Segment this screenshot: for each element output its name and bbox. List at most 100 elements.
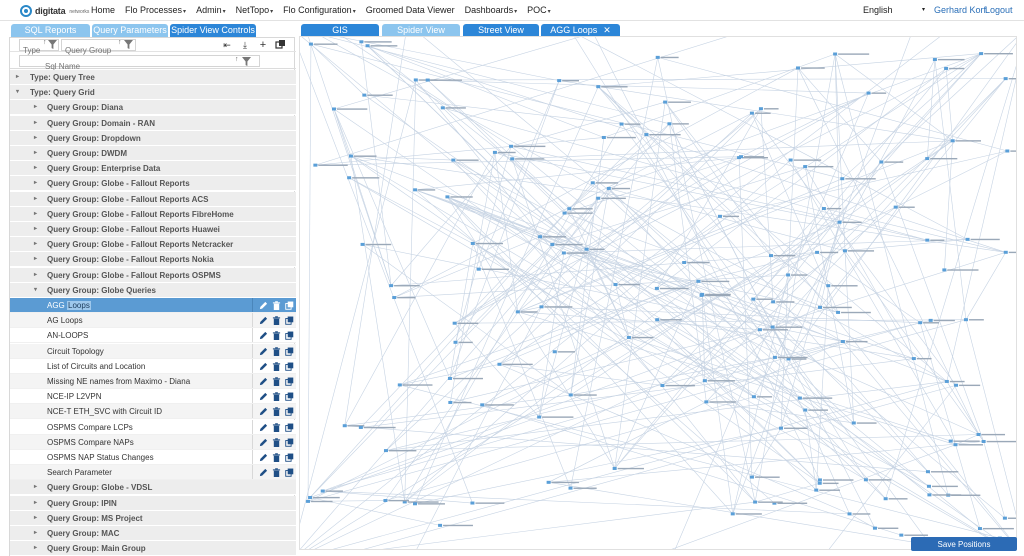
nav-item-6[interactable]: Dashboards▾: [460, 0, 523, 21]
delete-icon[interactable]: [272, 392, 281, 402]
tab-gis[interactable]: GIS: [301, 24, 379, 37]
sql-name-filter[interactable]: [19, 55, 260, 72]
tree-query-group[interactable]: ▸Query Group: Main Group: [10, 541, 296, 556]
delete-icon[interactable]: [272, 301, 281, 310]
tree-query-group[interactable]: ▸Query Group: Globe - Fallout Reports No…: [10, 252, 296, 268]
tab-sql-reports[interactable]: SQL Reports: [11, 24, 90, 37]
chevron-right-icon[interactable]: ▸: [34, 271, 38, 278]
delete-icon[interactable]: [272, 422, 281, 432]
tree-query-group[interactable]: ▸Query Group: Globe - VDSL: [10, 480, 296, 496]
chevron-right-icon[interactable]: ▸: [16, 74, 20, 80]
chevron-right-icon[interactable]: ▸: [34, 514, 38, 521]
tree-item[interactable]: AG Loops: [10, 313, 296, 329]
download-icon[interactable]: ⤓: [243, 40, 247, 50]
tree-item[interactable]: OSPMS Compare NAPs: [10, 434, 296, 450]
nav-item-7[interactable]: POC▾: [522, 0, 556, 21]
nav-item-3[interactable]: NetTopo▾: [231, 0, 279, 21]
delete-icon[interactable]: [272, 438, 281, 447]
tree-query-group[interactable]: ▸Query Group: Globe - Fallout Reports Hu…: [10, 222, 296, 237]
tree-query-group[interactable]: ▸Query Group: Dropdown: [10, 130, 296, 146]
chevron-right-icon[interactable]: ▸: [34, 104, 38, 111]
nav-item-1[interactable]: Flo Processes▾: [120, 0, 191, 21]
chevron-right-icon[interactable]: ▸: [34, 241, 38, 248]
chevron-right-icon[interactable]: ▸: [34, 180, 38, 187]
tree-item[interactable]: OSPMS NAP Status Changes: [10, 450, 296, 465]
copy-icon[interactable]: [285, 362, 294, 371]
sql-name-filter-input[interactable]: [20, 61, 259, 72]
chevron-right-icon[interactable]: ▸: [34, 545, 38, 552]
tree-query-group[interactable]: ▸Query Group: DWDM: [10, 146, 296, 161]
tree-item-agg-loops[interactable]: AGG Loops: [10, 298, 296, 313]
tree-query-group[interactable]: ▸Query Group: Globe - Fallout Reports AC…: [10, 191, 296, 207]
chevron-right-icon[interactable]: ▸: [34, 484, 38, 491]
tree-query-group[interactable]: ▸Query Group: Globe - Fallout Reports OS…: [10, 267, 296, 283]
copy-icon[interactable]: [285, 347, 294, 356]
edit-icon[interactable]: [259, 423, 268, 432]
funnel-icon[interactable]: [124, 40, 133, 49]
funnel-icon[interactable]: [242, 57, 251, 66]
logout-link[interactable]: Logout: [985, 5, 1013, 15]
network-graph[interactable]: [300, 37, 1017, 550]
delete-icon[interactable]: [272, 377, 281, 386]
tree-query-group[interactable]: ▸Query Group: Globe - Fallout Reports: [10, 176, 296, 192]
type-filter[interactable]: [19, 39, 59, 56]
copy-icon[interactable]: [285, 316, 294, 325]
edit-icon[interactable]: [259, 301, 268, 310]
copy-icon[interactable]: [285, 377, 294, 386]
delete-icon[interactable]: [272, 407, 281, 417]
copy-icon[interactable]: [285, 438, 294, 447]
chevron-down-icon[interactable]: ▾: [34, 286, 38, 293]
tree-query-group[interactable]: ▸Query Group: MS Project: [10, 510, 296, 526]
edit-icon[interactable]: [259, 392, 268, 401]
chevron-right-icon[interactable]: ▸: [34, 499, 38, 506]
chevron-right-icon[interactable]: ▸: [34, 530, 38, 536]
sort-icon[interactable]: ↑: [235, 56, 239, 63]
tab-spider-view-controls[interactable]: Spider View Controls: [170, 24, 256, 37]
tree-type-query-tree[interactable]: ▸Type: Query Tree: [10, 70, 296, 85]
delete-icon[interactable]: [272, 331, 281, 341]
tree-query-group[interactable]: ▸Query Group: IPIN: [10, 495, 296, 511]
tree-item[interactable]: Circuit Topology: [10, 343, 296, 359]
sort-icon[interactable]: ↑: [118, 39, 122, 46]
user-name-link[interactable]: Gerhard Korf: [934, 5, 987, 15]
spider-view-canvas[interactable]: [299, 36, 1017, 550]
delete-icon[interactable]: [272, 346, 281, 356]
edit-icon[interactable]: [259, 377, 268, 386]
tab-agg-loops[interactable]: AGG Loops✕: [541, 24, 620, 37]
tab-spider-view[interactable]: Spider View: [382, 24, 460, 37]
tree-type-query-grid[interactable]: ▾Type: Query Grid: [10, 85, 296, 101]
copy-icon[interactable]: [285, 468, 294, 477]
chevron-down-icon[interactable]: ▾: [16, 89, 20, 96]
query-group-filter-input[interactable]: [62, 45, 135, 56]
tree-query-group[interactable]: ▸Query Group: Enterprise Data: [10, 161, 296, 177]
copy-icon[interactable]: [285, 301, 294, 310]
edit-icon[interactable]: [259, 407, 268, 416]
tab-street-view[interactable]: Street View: [463, 24, 539, 37]
nav-item-5[interactable]: Groomed Data Viewer: [361, 0, 460, 21]
close-icon[interactable]: ✕: [603, 25, 611, 35]
edit-icon[interactable]: [259, 468, 268, 477]
tree-query-group[interactable]: ▸Query Group: Diana: [10, 100, 296, 116]
language-select[interactable]: English ▾: [863, 0, 927, 21]
copy-icon[interactable]: [285, 453, 294, 462]
tree-query-group[interactable]: ▸Query Group: Globe - Fallout Reports Ne…: [10, 237, 296, 253]
nav-item-0[interactable]: Home: [86, 0, 120, 21]
sort-icon[interactable]: ↑: [43, 39, 47, 46]
tree-query-group[interactable]: ▸Query Group: Globe - Fallout Reports Fi…: [10, 206, 296, 222]
chevron-right-icon[interactable]: ▸: [34, 134, 38, 141]
copy-icon[interactable]: [285, 392, 294, 401]
copy-icon[interactable]: [285, 331, 294, 341]
tree-item[interactable]: NCE-T ETH_SVC with Circuit ID: [10, 404, 296, 420]
add-icon[interactable]: +: [259, 39, 267, 51]
save-positions-button[interactable]: Save Positions: [911, 537, 1017, 551]
copy-icon[interactable]: [285, 423, 294, 432]
tab-query-parameters[interactable]: Query Parameters: [92, 24, 168, 37]
chevron-right-icon[interactable]: ▸: [34, 119, 38, 126]
tree-item[interactable]: List of Circuits and Location: [10, 358, 296, 374]
delete-icon[interactable]: [272, 316, 281, 326]
tree-query-group[interactable]: ▾Query Group: Globe Queries: [10, 282, 296, 298]
tree-item[interactable]: NCE-IP L2VPN: [10, 389, 296, 405]
tree-query-group[interactable]: ▸Query Group: Domain - RAN: [10, 115, 296, 131]
edit-icon[interactable]: [259, 362, 268, 371]
nav-item-2[interactable]: Admin▾: [191, 0, 231, 21]
